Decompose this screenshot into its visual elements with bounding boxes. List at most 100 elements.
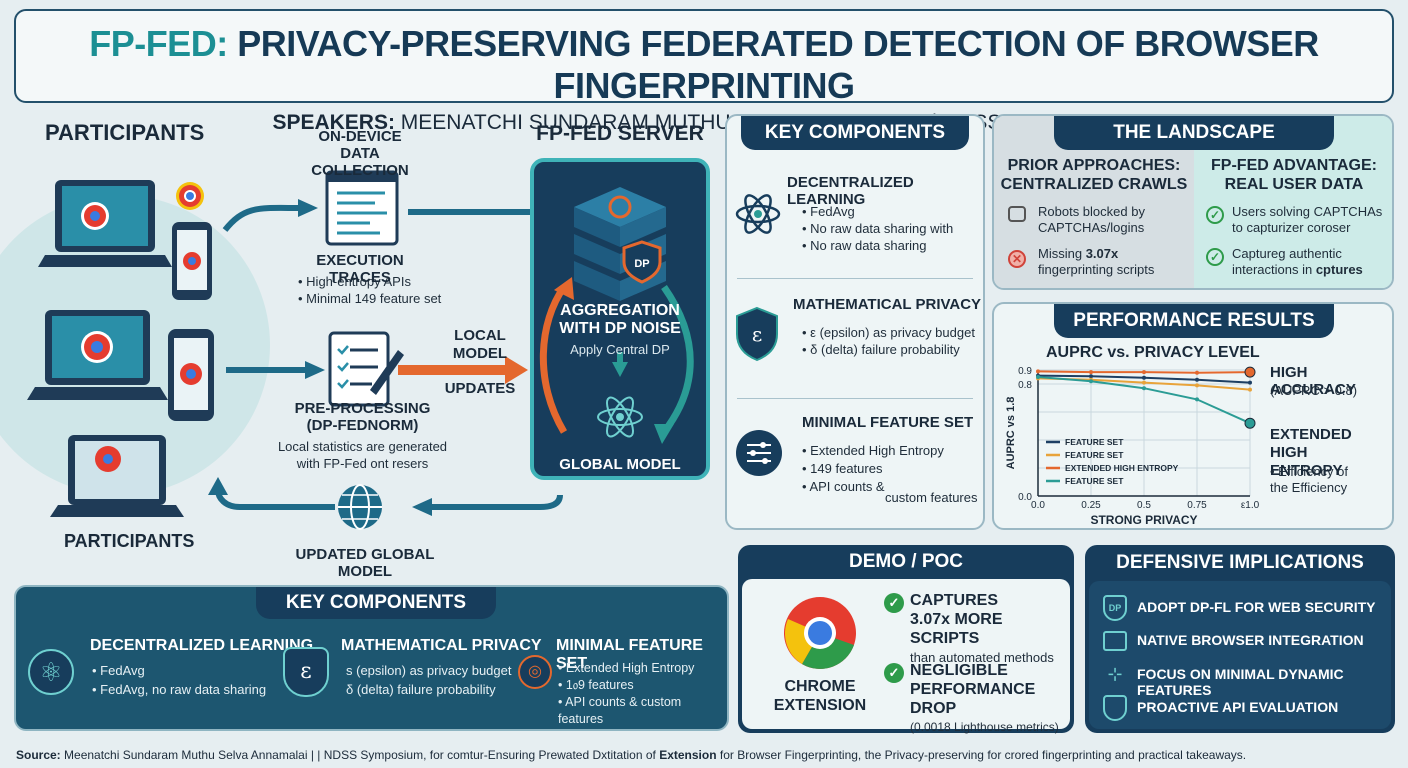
dp-shield-icon: DP xyxy=(622,240,662,284)
shield-icon xyxy=(1103,695,1127,721)
min-feature-extra: custom features xyxy=(885,490,978,505)
global-model-label: GLOBAL MODEL xyxy=(559,456,681,473)
updates-label: UPDATES xyxy=(444,380,516,397)
decentralized-list: FedAvg No raw data sharing with No raw d… xyxy=(802,203,953,254)
defensive-item: PROACTIVE API EVALUATION xyxy=(1137,699,1339,715)
high-accuracy-marker xyxy=(1244,366,1256,378)
source-footer: Source: Meenatchi Sundaram Muthu Selva A… xyxy=(16,748,1247,762)
key-components-bottom-panel: KEY COMPONENTS ⚛ DECENTRALIZED LEARNING … xyxy=(14,585,729,731)
chart-title: AUPRC vs. PRIVACY LEVEL xyxy=(1046,344,1260,361)
aggregation-sub: Apply Central DP xyxy=(570,342,670,357)
checklist-icon xyxy=(328,331,404,407)
defensive-panel: DEFENSIVE IMPLICATIONS DP ADOPT DP-FL FO… xyxy=(1085,545,1395,733)
data-point xyxy=(1142,370,1146,375)
data-point xyxy=(1195,383,1199,388)
key-components-title: KEY COMPONENTS xyxy=(741,116,969,150)
captures-claim: CAPTURES 3.07x MORE SCRIPTS than automat… xyxy=(910,592,1054,665)
data-point xyxy=(1248,387,1252,392)
data-point xyxy=(1195,377,1199,382)
bottom-math-title: MATHEMATICAL PRIVACY xyxy=(341,637,542,654)
bottom-decentralized-list: FedAvg FedAvg, no raw data sharing xyxy=(92,661,266,699)
participants-label: PARTICIPANTS xyxy=(64,531,195,551)
data-point xyxy=(1036,375,1040,379)
x-tick-label: 0.75 xyxy=(1187,500,1207,511)
updated-global-label: UPDATED GLOBAL MODEL xyxy=(295,546,435,580)
robot-icon xyxy=(1008,206,1026,222)
x-tick-label: 0.0 xyxy=(1031,500,1045,511)
check-icon: ✓ xyxy=(1206,206,1224,224)
down-arrow-icon xyxy=(612,362,628,377)
divider xyxy=(737,278,973,279)
min-feature-title: MINIMAL FEATURE SET xyxy=(802,414,974,431)
chrome-icon xyxy=(176,182,204,210)
legend-label: FEATURE SET xyxy=(1065,476,1124,486)
data-point xyxy=(1089,374,1093,379)
legend-label: FEATURE SET xyxy=(1065,450,1124,460)
bottom-decentralized-title: DECENTRALIZED LEARNING xyxy=(90,637,314,654)
math-privacy-title: MATHEMATICAL PRIVACY xyxy=(793,296,982,313)
cycle-arrow xyxy=(661,284,694,435)
landscape-title: THE LANDSCAPE xyxy=(1054,116,1334,150)
browser-window-icon xyxy=(1103,631,1127,651)
data-point xyxy=(1089,379,1093,384)
data-point xyxy=(1142,375,1146,380)
y-axis-label: AUPRC vs 1.8 xyxy=(1005,397,1017,470)
atom-icon xyxy=(597,396,643,438)
high-accuracy-label: HIGH ACCURACY xyxy=(1270,364,1356,398)
bottom-feature-list: Extended High Entropy 1᥆9 features API c… xyxy=(558,660,727,728)
defensive-item: FOCUS ON MINIMAL DYNAMIC FEATURES xyxy=(1137,666,1344,698)
performance-claim: NEGLIGIBLE PERFORMANCE DROP (0.0018 Ligh… xyxy=(910,662,1059,734)
flow-arrow xyxy=(215,489,335,510)
legend-label: FEATURE SET xyxy=(1065,437,1124,447)
x-tick-label: 0.5 xyxy=(1137,500,1151,511)
server-title: FP-FED SERVER xyxy=(536,122,704,145)
flow-diagram-graphics xyxy=(0,170,563,530)
cycle-arrow xyxy=(539,284,568,434)
laptop-icon xyxy=(38,180,172,267)
focus-icon: ⊹ xyxy=(1107,664,1123,684)
atom-icon: ⚛ xyxy=(28,649,74,695)
defensive-item: NATIVE BROWSER INTEGRATION xyxy=(1137,632,1364,648)
sliders-icon xyxy=(736,430,782,476)
svg-text:DP: DP xyxy=(634,258,649,270)
epsilon-shield-icon: ε xyxy=(283,647,329,697)
key-components-bottom-title: KEY COMPONENTS xyxy=(256,587,496,619)
participants-heading: PARTICIPANTS xyxy=(45,120,205,145)
legend-label: EXTENDED HIGH ENTROPY xyxy=(1065,463,1179,473)
data-point xyxy=(1142,380,1146,385)
error-x-icon: ✕ xyxy=(1008,250,1026,268)
math-privacy-list: ε (epsilon) as privacy budget δ (delta) … xyxy=(802,324,975,358)
flow-arrow xyxy=(430,494,563,510)
execution-traces-list: High-entropy APIs Minimal 149 feature se… xyxy=(298,273,441,307)
epsilon-shield-icon: ε xyxy=(736,306,778,362)
demo-title: DEMO / POC xyxy=(848,551,963,572)
data-point xyxy=(1195,370,1199,375)
feature-icon: ◎ xyxy=(518,655,552,689)
min-feature-list: Extended High Entropy 149 features API c… xyxy=(802,442,943,496)
high-accuracy-sub: (AUPRC > 0.8) xyxy=(1270,383,1358,398)
y-tick-label: 0.0 xyxy=(1018,492,1032,503)
data-point xyxy=(1089,370,1093,375)
y-tick-label: 0.8 xyxy=(1018,380,1032,391)
prior-approaches-title: PRIOR APPROACHES:CENTRALIZED CRAWLS xyxy=(1000,157,1188,193)
preprocessing-title: PRE-PROCESSING(DP-FEDNORM) xyxy=(294,400,431,434)
check-icon: ✓ xyxy=(884,593,904,613)
extended-entropy-marker xyxy=(1244,417,1256,429)
x-tick-label: ε1.0 xyxy=(1241,500,1260,511)
page-title: FP-FED: PRIVACY-PRESERVING FEDERATED DET… xyxy=(89,23,1319,106)
globe-icon xyxy=(338,484,382,530)
laptop-icon xyxy=(50,435,184,517)
data-point xyxy=(1142,386,1146,391)
divider xyxy=(737,398,973,399)
data-point xyxy=(1036,369,1040,374)
code-window-icon xyxy=(325,170,399,246)
